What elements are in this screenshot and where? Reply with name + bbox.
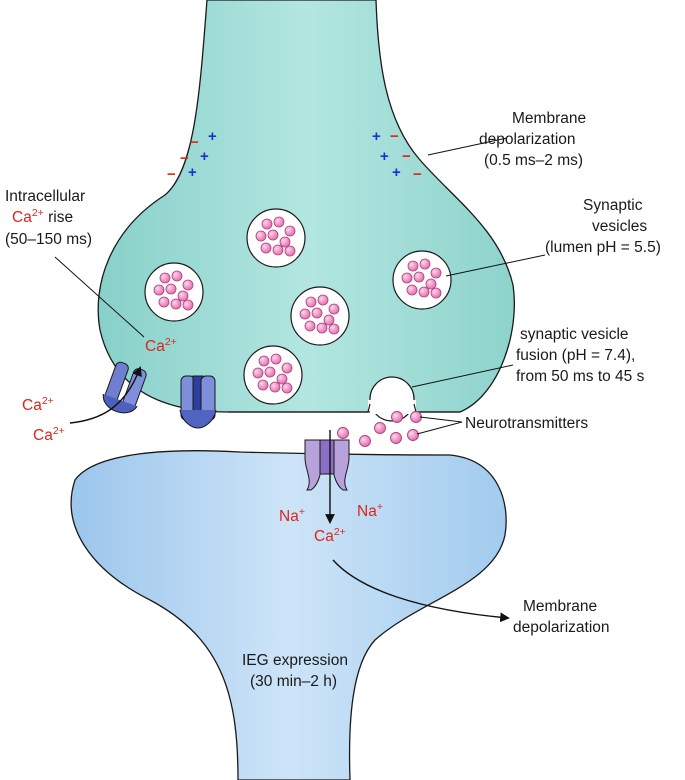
ion-na: Na+ (279, 506, 305, 525)
neurotransmitter-molecules (337, 411, 422, 447)
synaptic-vesicle (290, 286, 350, 346)
svg-text:Synaptic: Synaptic (583, 197, 643, 214)
minus-sign: − (167, 166, 176, 183)
ion-na: Na+ (357, 501, 383, 520)
svg-text:Ca2+ rise: Ca2+ rise (12, 207, 73, 226)
svg-text:depolarization: depolarization (479, 131, 576, 148)
depolarization-arrow (332, 559, 510, 623)
label-synaptic-vesicles: Synaptic vesicles (lumen pH = 5.5) (545, 197, 661, 256)
ca-influx-arrow (69, 366, 142, 424)
svg-text:fusion (pH = 7.4),: fusion (pH = 7.4), (516, 347, 635, 364)
svg-text:Membrane: Membrane (523, 598, 597, 615)
label-membrane-depolarization-top: Membrane depolarization (0.5 ms–2 ms) (479, 110, 586, 169)
minus-sign: − (413, 166, 422, 183)
plus-sign: + (200, 148, 209, 165)
leader-line (54, 256, 145, 338)
synaptic-vesicle (243, 345, 303, 405)
leader-line (427, 137, 508, 156)
calcium-channel (102, 361, 147, 414)
svg-text:Intracellular: Intracellular (5, 188, 85, 205)
svg-text:(30 min–2 h): (30 min–2 h) (250, 673, 337, 690)
plus-sign: + (208, 128, 217, 145)
svg-text:from 50 ms to 45 s: from 50 ms to 45 s (516, 368, 645, 385)
leader-line (411, 364, 514, 388)
ion-ca-postsynaptic: Ca2+ (314, 526, 346, 545)
leader-line (416, 421, 463, 435)
minus-sign: − (180, 150, 189, 167)
ion-ca-extracellular: Ca2+ (33, 425, 65, 444)
synaptic-vesicle (392, 250, 452, 310)
svg-text:Membrane: Membrane (512, 110, 586, 127)
ion-ca-intracellular: Ca2+ (145, 336, 177, 355)
minus-sign: − (390, 128, 399, 145)
label-vesicle-fusion: synaptic vesicle fusion (pH = 7.4), from… (516, 326, 645, 385)
svg-text:depolarization: depolarization (513, 619, 610, 636)
svg-text:vesicles: vesicles (592, 218, 647, 235)
plus-sign: + (392, 164, 401, 181)
leader-line (445, 254, 546, 277)
postsynaptic-terminal (70, 450, 507, 780)
minus-sign: − (190, 134, 199, 151)
label-ieg-expression: IEG expression (30 min–2 h) (242, 652, 348, 690)
synaptic-vesicle (144, 262, 204, 322)
minus-sign: − (402, 148, 411, 165)
svg-text:synaptic vesicle: synaptic vesicle (520, 326, 629, 343)
calcium-channel (179, 375, 217, 429)
label-neurotransmitters: Neurotransmitters (465, 415, 588, 432)
plus-sign: + (188, 164, 197, 181)
synaptic-vesicle (246, 208, 306, 268)
svg-text:(0.5 ms–2 ms): (0.5 ms–2 ms) (484, 152, 583, 169)
label-intracellular-rise: Intracellular Ca2+ rise (50–150 ms) (5, 188, 92, 248)
plus-sign: + (380, 148, 389, 165)
svg-text:IEG expression: IEG expression (242, 652, 348, 669)
plus-sign: + (372, 128, 381, 145)
svg-text:(50–150 ms): (50–150 ms) (5, 231, 92, 248)
label-membrane-depolarization-bottom: Membrane depolarization (513, 598, 610, 636)
svg-text:(lumen pH = 5.5): (lumen pH = 5.5) (545, 239, 661, 256)
ion-ca-extracellular: Ca2+ (22, 395, 54, 414)
leader-line (419, 416, 463, 423)
